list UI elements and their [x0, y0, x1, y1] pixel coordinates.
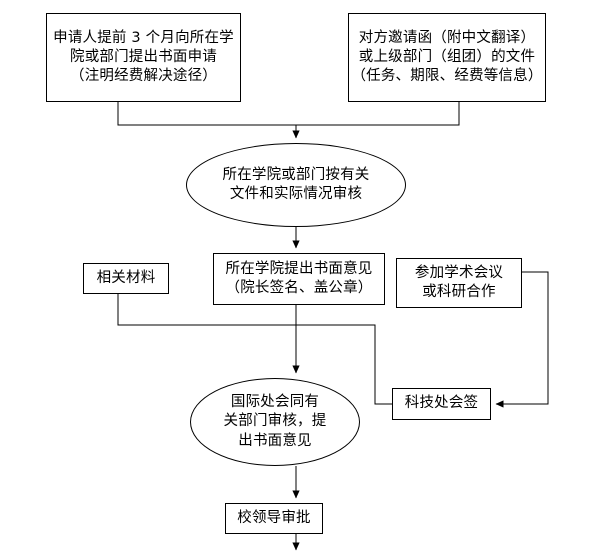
node-international[interactable]: 国际处会同有 关部门审核，提 出书面意见 [190, 378, 360, 466]
node-leader-label: 校领导审批 [237, 509, 311, 526]
node-apply[interactable]: 申请人提前 3 个月向所在学 院或部门提出书面申请 （注明经费解决途径） [46, 13, 241, 102]
node-attend[interactable]: 参加学术会议 或科研合作 [396, 258, 522, 308]
node-materials[interactable]: 相关材料 [83, 263, 169, 294]
node-invite[interactable]: 对方邀请函（附中文翻译） 或上级部门（组团）的文件 （任务、期限、经费等信息） [348, 13, 546, 102]
node-leader[interactable]: 校领导审批 [225, 503, 323, 534]
node-science-label: 科技处会签 [404, 395, 479, 412]
edge-invite-to-merge [296, 102, 460, 126]
node-opinion-label: 所在学院提出书面意见 （院长签名、盖公章） [225, 260, 373, 296]
node-review-label: 所在学院或部门按有关 文件和实际情况审核 [222, 166, 370, 202]
node-apply-label: 申请人提前 3 个月向所在学 院或部门提出书面申请 （注明经费解决途径） [53, 29, 234, 85]
node-materials-label: 相关材料 [96, 269, 156, 286]
edge-apply-to-merge [117, 102, 296, 126]
node-science[interactable]: 科技处会签 [392, 388, 491, 420]
node-review[interactable]: 所在学院或部门按有关 文件和实际情况审核 [186, 143, 406, 227]
node-opinion[interactable]: 所在学院提出书面意见 （院长签名、盖公章） [213, 253, 385, 305]
node-invite-label: 对方邀请函（附中文翻译） 或上级部门（组团）的文件 （任务、期限、经费等信息） [351, 29, 543, 85]
node-international-label: 国际处会同有 关部门审核，提 出书面意见 [223, 394, 327, 449]
node-attend-label: 参加学术会议 或科研合作 [414, 264, 504, 300]
